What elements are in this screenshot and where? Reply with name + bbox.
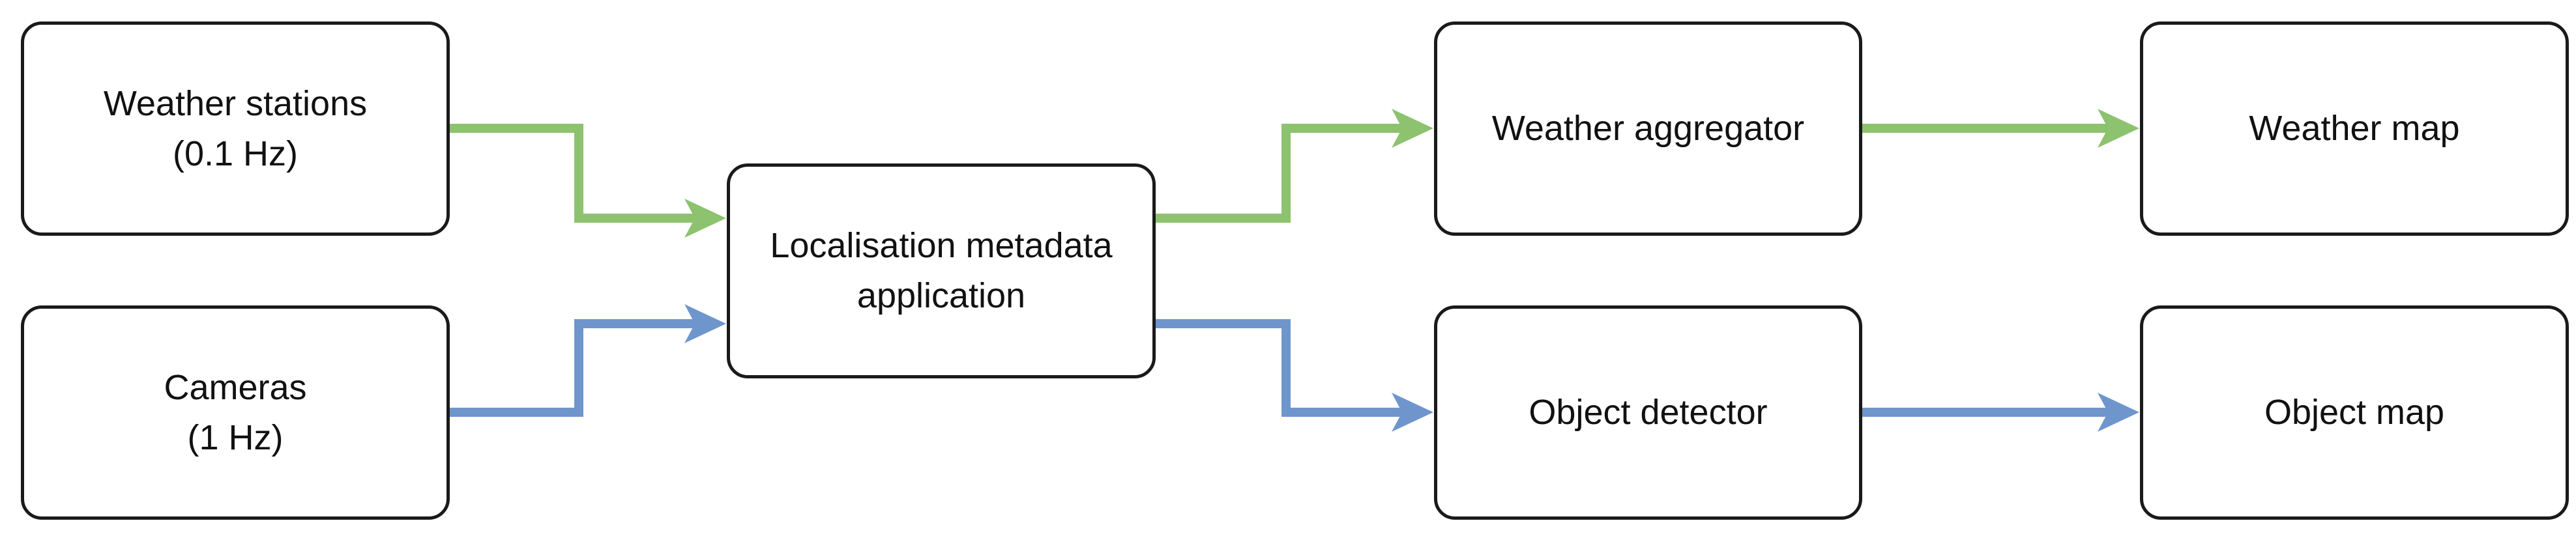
node-weather-stations-rate: (0.1 Hz) xyxy=(172,134,299,173)
node-weather-map-label: Weather map xyxy=(2249,109,2460,148)
node-cameras[interactable]: Cameras (1 Hz) xyxy=(21,305,450,520)
node-weather-aggregator-label: Weather aggregator xyxy=(1491,109,1805,148)
arrowhead-localisation-to-object_detector xyxy=(1392,393,1433,432)
arrowhead-object_detector-to-object_map xyxy=(2098,393,2139,432)
node-cameras-label: Cameras xyxy=(164,367,307,407)
arrowhead-weather_stations-to-localisation xyxy=(684,199,726,238)
node-weather-stations-label: Weather stations xyxy=(103,83,368,123)
node-localisation-label-line2: application xyxy=(856,276,1026,315)
node-object-detector-label: Object detector xyxy=(1529,393,1768,432)
node-weather-aggregator[interactable]: Weather aggregator xyxy=(1434,21,1862,236)
edge-localisation-to-weather_aggregator xyxy=(1156,124,1403,223)
edge-cameras-to-localisation xyxy=(450,319,696,417)
arrowhead-weather_aggregator-to-weather_map xyxy=(2098,109,2139,148)
edge-weather_stations-to-localisation xyxy=(450,124,696,223)
node-object-map-label: Object map xyxy=(2264,393,2445,432)
edge-localisation-to-object_detector xyxy=(1156,319,1403,417)
node-localisation-label-line1: Localisation metadata xyxy=(770,226,1113,266)
arrowhead-localisation-to-weather_aggregator xyxy=(1392,109,1433,148)
node-weather-map[interactable]: Weather map xyxy=(2140,21,2569,236)
node-cameras-rate: (1 Hz) xyxy=(187,417,284,457)
node-localisation-metadata-application[interactable]: Localisation metadata application xyxy=(727,163,1156,378)
node-weather-stations[interactable]: Weather stations (0.1 Hz) xyxy=(21,21,450,236)
arrowhead-cameras-to-localisation xyxy=(684,304,726,343)
node-object-map[interactable]: Object map xyxy=(2140,305,2569,520)
node-object-detector[interactable]: Object detector xyxy=(1434,305,1862,520)
